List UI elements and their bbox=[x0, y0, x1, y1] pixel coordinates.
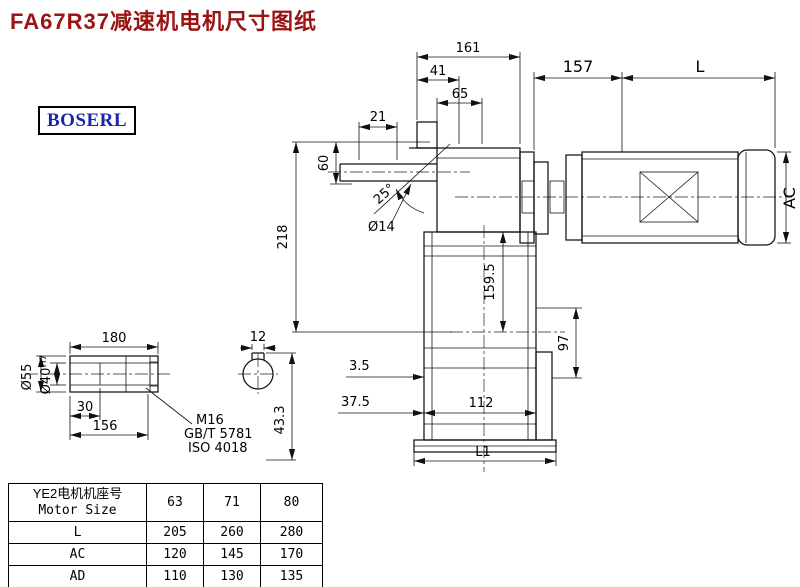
dim-L-label: L bbox=[696, 57, 705, 76]
value-L-63: 205 bbox=[146, 521, 204, 544]
dim-angle-label: 25° bbox=[371, 181, 398, 208]
centerlines bbox=[25, 171, 792, 472]
dim-157-label: 157 bbox=[563, 57, 594, 76]
table-header-row: YE2电机机座号 Motor Size 63 71 80 bbox=[8, 483, 323, 522]
dim-dia40-label: Ø40 bbox=[39, 368, 54, 395]
brand-logo: BOSERL bbox=[38, 106, 136, 135]
dim-21-label: 21 bbox=[370, 110, 387, 125]
dim-41-label: 41 bbox=[430, 64, 447, 79]
dim-97-label: 97 bbox=[557, 335, 572, 352]
dim-159_5-label: 159.5 bbox=[483, 263, 498, 300]
bore-detail: 12 43.3 bbox=[240, 330, 296, 461]
table-header-cell: YE2电机机座号 Motor Size bbox=[8, 483, 147, 522]
thread-standard-label: GB/T 5781 bbox=[184, 427, 253, 442]
value-AC-80: 170 bbox=[260, 543, 323, 566]
dim-L1-label: L1 bbox=[475, 445, 491, 460]
dim-30-label: 30 bbox=[77, 400, 94, 415]
dim-37_5-label: 37.5 bbox=[341, 395, 370, 410]
value-AC-71: 145 bbox=[203, 543, 261, 566]
dim-12-label: 12 bbox=[250, 330, 267, 345]
page-title: FA67R37减速机电机尺寸图纸 bbox=[10, 9, 317, 34]
dim-156-label: 156 bbox=[93, 419, 118, 434]
value-AD-71: 130 bbox=[203, 565, 261, 587]
dim-60-label: 60 bbox=[317, 155, 332, 172]
dim-dia55-label: Ø55 bbox=[20, 364, 35, 391]
dim-dia40-tolerance: H7 bbox=[39, 355, 49, 368]
dim-218-label: 218 bbox=[276, 225, 291, 250]
shaft-detail: 180 Ø55 Ø40 H7 30 156 M16 GB/T 5781 ISO bbox=[20, 331, 253, 456]
size-63-header: 63 bbox=[146, 483, 204, 522]
gear-housing-outline bbox=[339, 121, 557, 453]
main-dimensions: 161 41 65 21 60 218 Ø14 bbox=[276, 41, 799, 466]
table-row-AD: AD 110 130 135 bbox=[8, 565, 323, 587]
dim-112-label: 112 bbox=[469, 396, 494, 411]
dim-3_5-label: 3.5 bbox=[349, 359, 370, 374]
dim-43_3-label: 43.3 bbox=[273, 406, 288, 435]
value-L-80: 280 bbox=[260, 521, 323, 544]
value-AC-63: 120 bbox=[146, 543, 204, 566]
technical-drawing: 161 41 65 21 60 218 Ø14 bbox=[20, 41, 799, 472]
thread-iso-label: ISO 4018 bbox=[188, 441, 248, 456]
thread-spec-label: M16 bbox=[196, 413, 224, 428]
value-L-71: 260 bbox=[203, 521, 261, 544]
table-header-cn: YE2电机机座号 bbox=[32, 485, 123, 501]
size-80-header: 80 bbox=[260, 483, 323, 522]
table-row-AC: AC 120 145 170 bbox=[8, 543, 323, 566]
dim-AC-label: AC bbox=[780, 187, 799, 209]
dim-180-label: 180 bbox=[102, 331, 127, 346]
value-AD-80: 135 bbox=[260, 565, 323, 587]
row-label-AD: AD bbox=[8, 565, 147, 587]
brand-text: BOSERL bbox=[46, 109, 128, 131]
value-AD-63: 110 bbox=[146, 565, 204, 587]
table-row-L: L 205 260 280 bbox=[8, 521, 323, 544]
motor-outline bbox=[519, 149, 776, 246]
dim-dia14-label: Ø14 bbox=[368, 220, 395, 235]
table-header-en: Motor Size bbox=[38, 502, 117, 518]
motor-size-table: YE2电机机座号 Motor Size 63 71 80 L 205 260 2… bbox=[8, 483, 323, 587]
row-label-AC: AC bbox=[8, 543, 147, 566]
row-label-L: L bbox=[8, 521, 147, 544]
size-71-header: 71 bbox=[203, 483, 261, 522]
dim-65-label: 65 bbox=[452, 87, 469, 102]
dim-161-label: 161 bbox=[456, 41, 481, 56]
